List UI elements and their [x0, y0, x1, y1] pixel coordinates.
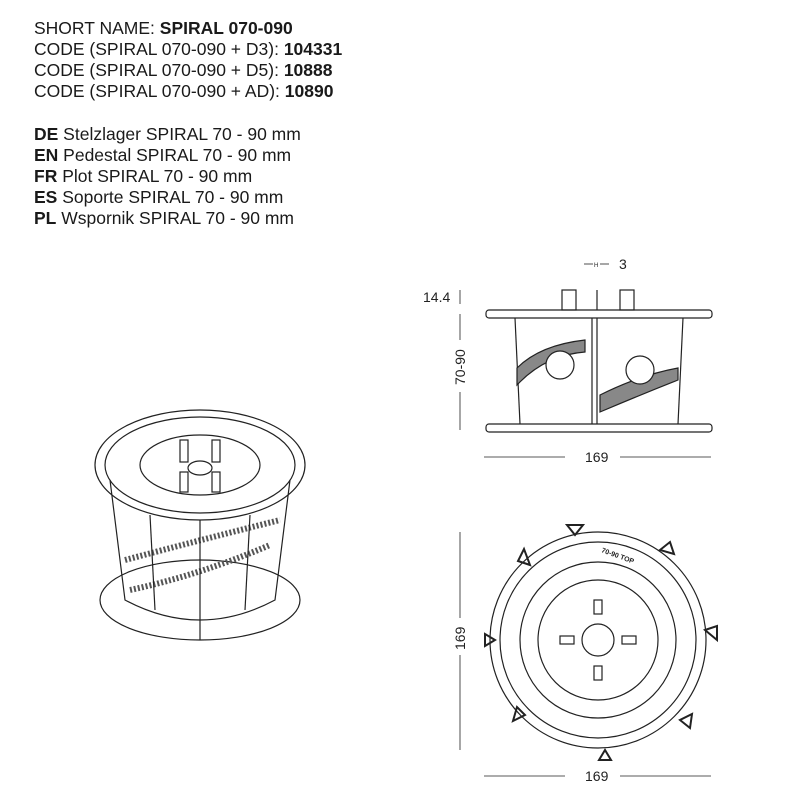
lang-line-de: DE Stelzlager SPIRAL 70 - 90 mm	[34, 124, 301, 144]
dim-top-height: 169	[452, 626, 468, 650]
language-names: DE Stelzlager SPIRAL 70 - 90 mm EN Pedes…	[34, 124, 301, 229]
code-line: CODE (SPIRAL 070-090 + D5): 10888	[34, 60, 333, 80]
dim-tab-height: 14.4	[423, 289, 450, 305]
top-view-drawing	[484, 524, 718, 761]
lang-line-fr: FR Plot SPIRAL 70 - 90 mm	[34, 166, 253, 186]
side-view-drawing	[485, 289, 713, 433]
h-mark: H	[594, 263, 598, 269]
product-info: SHORT NAME: SPIRAL 070-090 CODE (SPIRAL …	[34, 18, 342, 102]
dim-tab-width: 3	[619, 256, 627, 272]
dim-side-width: 169	[585, 449, 609, 465]
dim-height-range: 70-90	[452, 349, 468, 385]
lang-line-es: ES Soporte SPIRAL 70 - 90 mm	[34, 187, 284, 207]
lang-line-en: EN Pedestal SPIRAL 70 - 90 mm	[34, 145, 292, 165]
code-line: CODE (SPIRAL 070-090 + AD): 10890	[34, 81, 334, 101]
short-name-line: SHORT NAME: SPIRAL 070-090	[34, 18, 293, 38]
lang-line-pl: PL Wspornik SPIRAL 70 - 90 mm	[34, 208, 294, 228]
dim-top-width: 169	[585, 768, 609, 784]
code-line: CODE (SPIRAL 070-090 + D3): 104331	[34, 39, 343, 59]
perspective-view-drawing	[94, 409, 306, 641]
side-view-dimensions	[459, 263, 711, 458]
top-view-dimensions	[459, 532, 711, 777]
